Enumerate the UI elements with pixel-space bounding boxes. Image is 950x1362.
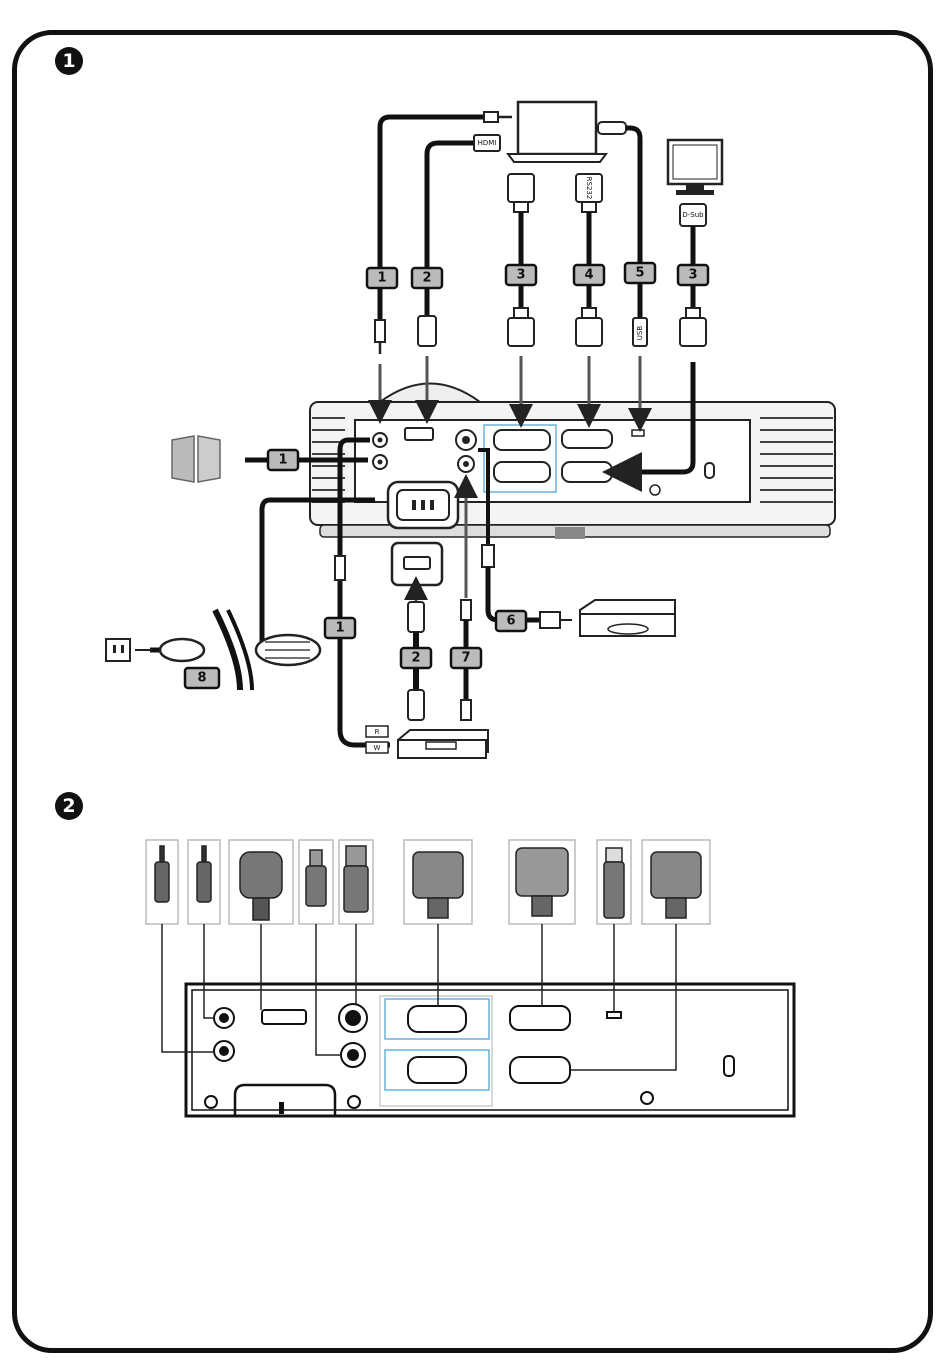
cable-4-rs232: RS232 — [576, 174, 602, 346]
projector-rear-panel — [186, 984, 794, 1116]
projector-audio-out-port — [373, 455, 387, 469]
badge-cable-3-monitor: 3 — [688, 268, 697, 283]
projector-vga-in-1-port — [494, 430, 550, 450]
projector-usb-port — [632, 430, 644, 436]
hdmi-port-callout — [392, 543, 442, 585]
badge-cable-3-laptop: 3 — [516, 268, 525, 283]
cable-2-hdmi: HDMI — [418, 135, 500, 346]
projector-composite-port — [458, 456, 474, 472]
rca-plugs-icon: R W — [366, 726, 388, 753]
badge-cable-2-laptop: 2 — [422, 271, 431, 286]
dsub-plug-label: D-Sub — [682, 211, 704, 219]
usb-plug-label: USB — [636, 326, 644, 341]
rs232-plug-label: RS232 — [585, 177, 593, 200]
badge-cable-6: 6 — [506, 614, 515, 629]
badge-cable-2-player: 2 — [411, 651, 420, 666]
dvd-player-icon — [580, 600, 675, 636]
wall-outlet-icon — [106, 639, 130, 661]
monitor-icon — [668, 140, 722, 195]
av-player-icon — [398, 730, 488, 758]
badge-cable-4: 4 — [584, 268, 593, 283]
badge-cable-1-laptop: 1 — [377, 271, 386, 286]
badge-cable-1-player: 1 — [335, 621, 344, 636]
projector-svideo-port — [456, 430, 476, 450]
power-plug-icon — [135, 610, 320, 690]
projector-audio-in-port — [373, 433, 387, 447]
badge-cable-5: 5 — [635, 266, 644, 281]
laptop-icon — [508, 102, 606, 162]
rca-w-label: W — [374, 744, 381, 752]
kensington-lock-slot — [705, 463, 714, 478]
speakers-icon — [172, 436, 220, 482]
badge-cable-7: 7 — [461, 651, 470, 666]
rca-r-label: R — [375, 728, 380, 736]
projector-power-socket — [388, 482, 458, 528]
projector-rs232-port — [562, 430, 612, 448]
badge-cable-1-speakers: 1 — [278, 453, 287, 468]
projector-vga-in-2-port — [494, 462, 550, 482]
cable-3-vga-in — [508, 174, 534, 346]
badge-cable-8: 8 — [197, 671, 206, 686]
hdmi-plug-label: HDMI — [478, 139, 497, 147]
projector-hdmi-port — [405, 428, 433, 440]
projector-vga-out-port — [562, 462, 612, 482]
